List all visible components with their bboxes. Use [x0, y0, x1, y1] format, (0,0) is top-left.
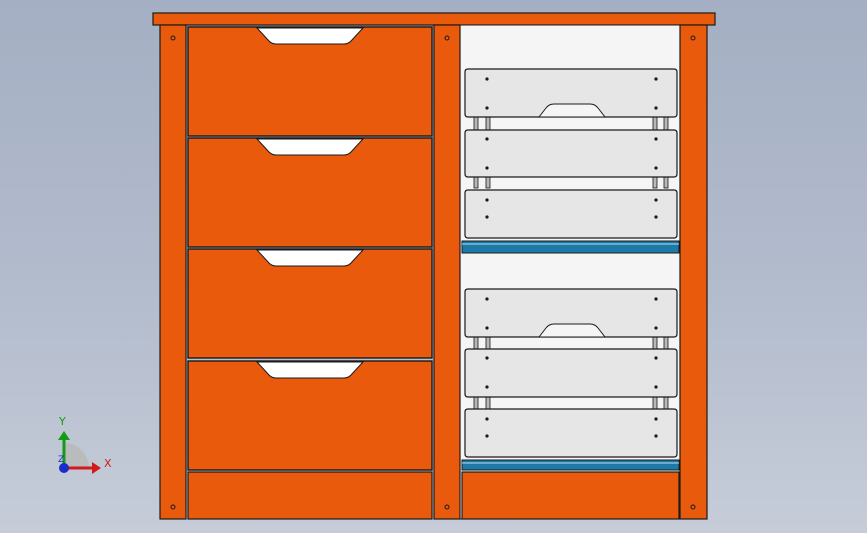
- upper-crate-stack[interactable]: [461, 68, 680, 254]
- right-kick-board: [461, 471, 680, 520]
- z-axis-dot: [59, 463, 69, 473]
- screw-hole: [170, 35, 176, 41]
- y-axis-label: Y: [59, 415, 66, 428]
- axis-triad: [58, 431, 101, 474]
- cabinet-top-plank[interactable]: [152, 12, 716, 26]
- y-axis-arrow: [58, 431, 70, 440]
- drawer-handle-cutout[interactable]: [255, 138, 365, 156]
- drawer-3[interactable]: [187, 248, 433, 359]
- screw-hole: [690, 35, 696, 41]
- right-side-post[interactable]: [679, 24, 708, 520]
- left-drawer-column: [187, 26, 433, 520]
- x-axis-label: X: [104, 457, 112, 470]
- x-axis-arrow: [92, 462, 101, 474]
- drawer-handle-cutout[interactable]: [255, 249, 365, 267]
- crate-top[interactable]: [464, 68, 678, 118]
- crate-handle-cutout[interactable]: [537, 323, 607, 338]
- triad-arc: [64, 443, 89, 468]
- drawer-handle-cutout[interactable]: [255, 27, 365, 45]
- drawer-2[interactable]: [187, 137, 433, 248]
- crate-middle[interactable]: [464, 129, 678, 178]
- crate-bottom[interactable]: [464, 189, 678, 239]
- drawer-4[interactable]: [187, 360, 433, 471]
- left-kick-board: [187, 471, 433, 520]
- left-side-post[interactable]: [159, 24, 187, 520]
- z-axis-label: Z: [58, 455, 65, 465]
- middle-post[interactable]: [433, 24, 461, 520]
- crate-bottom[interactable]: [464, 408, 678, 458]
- drawer-1[interactable]: [187, 26, 433, 137]
- lower-crate-stack[interactable]: [461, 288, 680, 471]
- drawer-handle-cutout[interactable]: [255, 361, 365, 379]
- crate-top[interactable]: [464, 288, 678, 338]
- upper-shelf: [461, 240, 680, 254]
- screw-hole: [444, 35, 450, 41]
- crate-middle[interactable]: [464, 348, 678, 398]
- screw-hole: [690, 504, 696, 510]
- screw-hole: [170, 504, 176, 510]
- screw-hole: [444, 504, 450, 510]
- lower-shelf: [461, 459, 680, 471]
- crate-handle-cutout[interactable]: [537, 103, 607, 118]
